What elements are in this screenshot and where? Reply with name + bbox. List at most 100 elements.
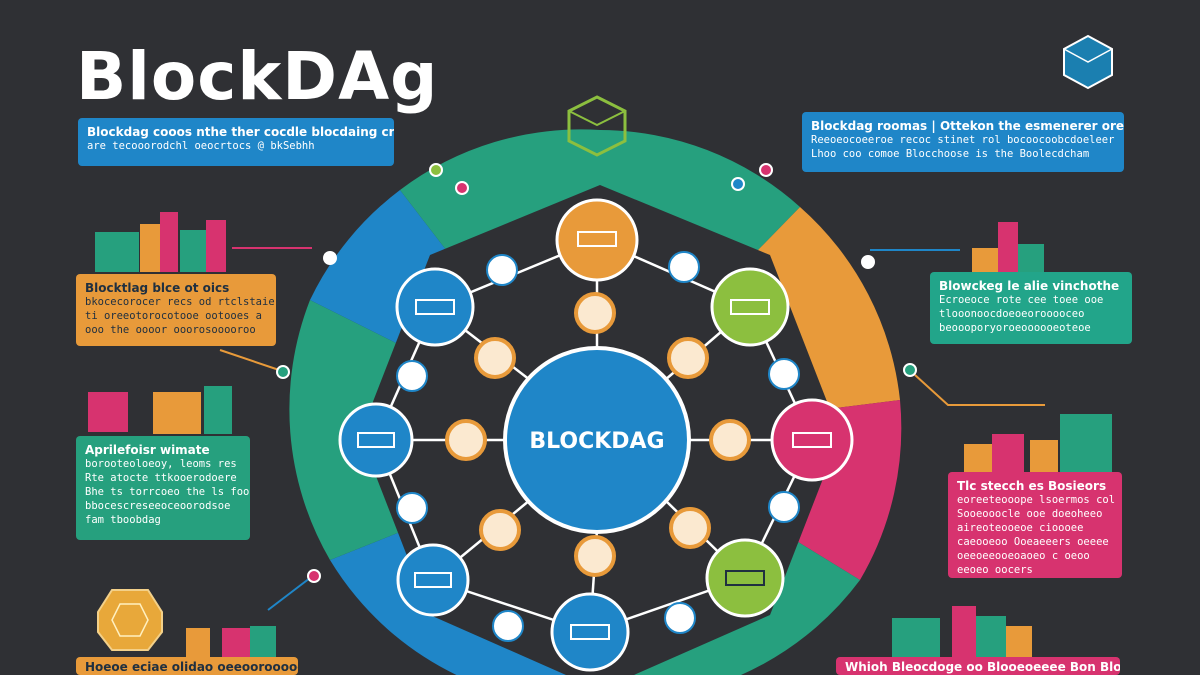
callout-heading: Blockdag roomas | Ottekon the esmenerer … [811, 119, 1124, 133]
ring-dot [276, 365, 290, 379]
beige-node [669, 507, 711, 549]
block-nodes [338, 198, 854, 672]
callout-top-left: Blockdag cooos nthe ther cocdle blocdain… [78, 118, 394, 166]
center-label: BLOCKDAG [529, 429, 664, 454]
callout-bottom-left: Hoeoe eciae olidao oeeoorooooee [76, 657, 298, 675]
callout-line: eoreeteooope lsoermos col [957, 494, 1116, 506]
beige-node [709, 419, 751, 461]
block-node-bottom [550, 592, 630, 672]
small-node [492, 610, 524, 642]
block-glyphs [357, 231, 832, 640]
callout-line: ti oreeotorocotooe ootooes a [85, 310, 263, 322]
callout-line: tlooonoocdoeoeorooooceo [939, 308, 1085, 320]
callout-line: bkocecorocer recs od rtclstaie [85, 296, 275, 308]
beige-node [474, 337, 516, 379]
center-node [503, 346, 691, 534]
small-node [664, 602, 696, 634]
callout-line: eeoeo oocers [957, 564, 1033, 576]
block-glyph [357, 432, 395, 448]
callout-line: ooo the oooor ooorosooooroo [85, 324, 256, 336]
small-node [768, 358, 800, 390]
block-glyph [792, 432, 832, 448]
ring-dot [903, 363, 917, 377]
small-node [396, 360, 428, 392]
building-cluster-right-top [972, 222, 1044, 272]
block-glyph [577, 231, 617, 247]
beige-node [667, 337, 709, 379]
callout-line: bbocescreseeoceoorodsoe [85, 500, 231, 512]
beige-node [479, 509, 521, 551]
callout-line: Sooeooocle ooe doeoheeo [957, 508, 1103, 520]
building-cluster-right-mid [964, 414, 1112, 472]
callout-heading: Aprilefoisr wimate [85, 443, 210, 457]
block-node-right [770, 398, 854, 482]
ring-dot [307, 569, 321, 583]
building-cluster-bottom-left [186, 626, 276, 658]
beige-node [574, 535, 616, 577]
beige-node [574, 292, 616, 334]
block-node-upper-right [710, 267, 790, 347]
callout-line: aireoteooeoe cioooee [957, 522, 1084, 534]
callout-line: Rte atocte ttkooerodoere [85, 472, 237, 484]
small-node [668, 251, 700, 283]
ring-dot [759, 163, 773, 177]
ring-dot [731, 177, 745, 191]
small-nodes [396, 251, 800, 642]
callout-line: beoooporyoroeoooooeoteoe [939, 322, 1091, 334]
callout-heading: Blocktlag blce ot oics [85, 281, 230, 295]
block-node-lower-left [396, 543, 470, 617]
block-glyph [570, 624, 610, 640]
ring-dot [861, 255, 875, 269]
page-title: BlockDAg [76, 38, 439, 115]
callout-line: Reeoeocoeeroe recoc stinet rol bocoocoob… [811, 134, 1115, 146]
small-node [396, 492, 428, 524]
callout-line: Bhe ts torrcoeo the ls foos [85, 486, 250, 498]
gold-polyhedron-icon [97, 589, 163, 651]
small-node [486, 254, 518, 286]
beige-node [445, 419, 487, 461]
callout-heading: Blowckeg le alie vinchothe [939, 279, 1120, 293]
callout-heading: Tlc stecch es Bosieors [957, 479, 1107, 493]
building-cluster-left-mid [88, 386, 232, 434]
callout-line: fam tboobdag [85, 514, 161, 526]
connector-left-mid [219, 349, 286, 373]
callout-heading: Whioh Bleocdoge oo Blooeoeeee Bon Bloodh… [845, 660, 1120, 674]
building-cluster-left-top [95, 212, 226, 272]
callout-line: borooteoloeoy, leoms res [85, 458, 237, 470]
block-node-left [338, 402, 414, 478]
green-cube-icon [567, 95, 627, 157]
ring-dot [323, 251, 337, 265]
callout-connectors [219, 247, 1045, 611]
callout-bottom-right: Whioh Bleocdoge oo Blooeoeeee Bon Bloodh… [836, 657, 1120, 675]
connector-right-mid [914, 374, 1045, 406]
callout-line: oeeoeeooeoaoeo c oeoo [957, 550, 1090, 562]
callout-line: are tecooorodchl oeocrtocs @ bkSebhh [87, 140, 315, 152]
callout-top-right: Blockdag roomas | Ottekon the esmenerer … [802, 112, 1124, 172]
block-glyph [730, 299, 770, 315]
callout-heading: Blockdag cooos nthe ther cocdle blocdain… [87, 125, 394, 139]
block-glyph [725, 570, 765, 586]
callout-line: Lhoo coo comoe Blocchoose is the Boolecd… [811, 148, 1090, 160]
callout-line: Ecroeoce rote cee toee ooe [939, 294, 1104, 306]
ring-dot [429, 163, 443, 177]
block-node-top [555, 198, 639, 282]
connector-left-bottom [267, 577, 311, 611]
block-glyph [415, 299, 455, 315]
building-cluster-bottom-right [892, 606, 1032, 658]
block-node-upper-left [395, 267, 475, 347]
callout-heading: Hoeoe eciae olidao oeeoorooooee [85, 660, 298, 674]
block-glyph [414, 572, 452, 588]
cube-icon [1063, 34, 1113, 90]
beige-nodes [445, 292, 751, 577]
block-node-lower-right [705, 538, 785, 618]
small-node [768, 491, 800, 523]
callout-line: caeooeoo Ooeaeeers oeeee [957, 536, 1109, 548]
ring-dot [455, 181, 469, 195]
ring-dots [276, 163, 917, 583]
